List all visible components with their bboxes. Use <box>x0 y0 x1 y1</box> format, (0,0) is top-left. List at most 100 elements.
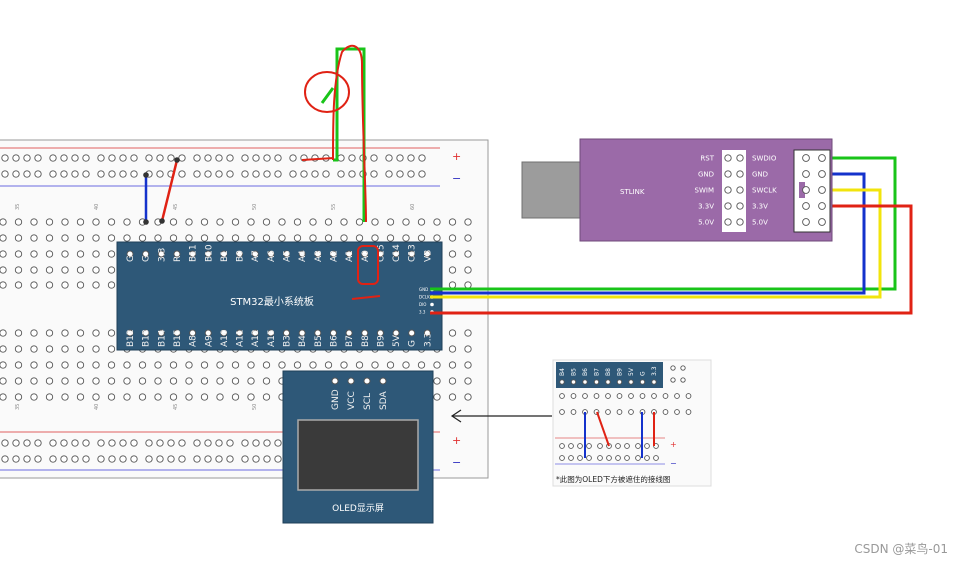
stm32-top-pin: G <box>142 255 152 262</box>
column-number: 35 <box>15 204 21 210</box>
stm32-top-pin: A2 <box>329 250 339 262</box>
stlink-left-pin <box>736 202 744 210</box>
terminal-hole <box>386 234 395 242</box>
rail-hole <box>49 439 57 447</box>
inset-holes <box>559 365 692 461</box>
stm32-top-pin: G <box>126 255 136 262</box>
oled-screen <box>297 419 419 491</box>
stlink-left-label: GND <box>698 171 714 179</box>
rail-hole <box>241 170 249 178</box>
stm32-pin-hole <box>142 250 150 258</box>
terminal-hole <box>169 361 178 369</box>
stm32-top-pin: A7 <box>251 250 261 262</box>
stm32-pin-hole <box>376 329 384 337</box>
stm32-top-pin: A0 <box>361 250 371 262</box>
oled-label: OLED显示屏 <box>332 503 384 514</box>
inset-hole <box>559 393 565 399</box>
inset-pin: B4 <box>559 368 566 376</box>
rail-hole <box>34 439 42 447</box>
terminal-hole <box>200 361 209 369</box>
terminal-hole <box>0 393 7 401</box>
terminal-hole <box>76 250 85 258</box>
terminal-hole <box>14 345 23 353</box>
inset-hole <box>559 409 565 415</box>
watermark: CSDN @菜鸟-01 <box>854 541 948 556</box>
rail-hole <box>71 455 79 463</box>
stm32-top-pin: A6 <box>267 250 277 262</box>
terminal-hole <box>0 250 7 258</box>
rail-hole <box>1 170 9 178</box>
stm32-pin-hole <box>189 250 197 258</box>
inset-hole <box>582 393 588 399</box>
inset-hole <box>674 409 680 415</box>
terminal-hole <box>386 361 395 369</box>
terminal-hole <box>464 281 472 289</box>
wire-red-3v3 <box>430 204 913 315</box>
terminal-hole <box>340 218 348 226</box>
rail-hole <box>97 439 105 447</box>
terminal-hole <box>200 234 209 242</box>
stm32-bottom-pin: A11 <box>236 329 246 347</box>
rail-hole <box>226 455 234 463</box>
terminal-hole <box>448 393 457 401</box>
terminal-hole <box>45 250 54 258</box>
terminal-hole <box>247 218 255 226</box>
terminal-hole <box>107 281 116 289</box>
swd-pad <box>430 302 434 307</box>
terminal-hole <box>76 329 85 337</box>
terminal-hole <box>138 393 147 401</box>
inset-pin: 5V <box>628 367 635 376</box>
terminal-hole <box>278 361 286 369</box>
terminal-hole <box>30 218 38 226</box>
rail-hole <box>263 455 271 463</box>
rail-hole <box>396 170 404 178</box>
terminal-hole <box>402 361 410 369</box>
rail-hole <box>119 455 127 463</box>
rail-hole <box>23 154 31 162</box>
rail-hole <box>226 154 234 162</box>
rail-hole <box>193 154 201 162</box>
terminal-hole <box>45 266 54 274</box>
rail-hole <box>156 455 164 463</box>
inset-hole <box>624 455 630 461</box>
rail-hole <box>396 154 404 162</box>
rail-hole <box>241 455 249 463</box>
swd-label: DCLK <box>419 295 430 300</box>
rail-hole <box>108 170 116 178</box>
inset-pin-hole <box>651 379 657 385</box>
rail-hole <box>204 154 212 162</box>
terminal-hole <box>433 218 441 226</box>
stlink-left-pin <box>724 218 732 226</box>
terminal-hole <box>154 377 162 385</box>
rail-hole <box>60 154 68 162</box>
rail-hole <box>311 170 319 178</box>
terminal-hole <box>123 393 131 401</box>
pointer-arrow <box>450 409 552 423</box>
terminal-hole <box>138 361 147 369</box>
terminal-hole <box>0 234 7 242</box>
terminal-hole <box>61 266 69 274</box>
terminal-hole <box>76 345 85 353</box>
stm32-bottom-pin-holes <box>126 329 431 337</box>
terminal-hole <box>30 345 38 353</box>
terminal-hole <box>169 218 178 226</box>
stm32-pin-hole <box>189 329 197 337</box>
terminal-hole <box>0 329 7 337</box>
rail-hole <box>215 455 223 463</box>
column-number: 40 <box>94 204 100 210</box>
terminal-hole <box>92 329 100 337</box>
terminal-hole <box>14 377 23 385</box>
inset-hole <box>568 455 574 461</box>
stlink-left-pin <box>736 154 744 162</box>
rail-hole <box>418 170 426 178</box>
stlink-header-pin <box>818 170 826 178</box>
terminal-hole <box>45 218 54 226</box>
terminal-hole <box>231 393 240 401</box>
terminal-hole <box>464 266 472 274</box>
column-number: 40 <box>94 404 100 410</box>
terminal-hole <box>154 234 162 242</box>
